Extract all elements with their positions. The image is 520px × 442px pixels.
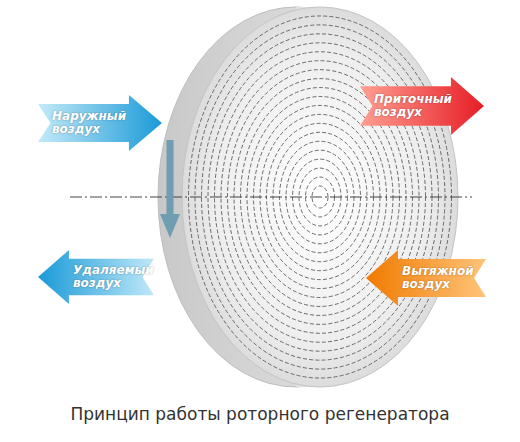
arrow-label: Приточный воздух (374, 93, 448, 119)
exhaust-air-arrow: Удаляемый воздух (38, 250, 154, 304)
arrow-body (360, 77, 484, 135)
arrow-body (366, 250, 486, 306)
supply-air-arrow: Приточный воздух (360, 77, 484, 135)
rotation-arrow-head (160, 214, 180, 238)
arrow-body (38, 250, 154, 304)
rotation-arrow-shaft (167, 140, 174, 218)
caption: Принцип работы роторного регенератора (0, 404, 520, 424)
extract-air-arrow: Вытяжной воздух (366, 250, 486, 306)
arrow-label: Наружный воздух (52, 110, 126, 136)
arrow-label: Вытяжной воздух (402, 265, 476, 291)
arrow-label: Удаляемый воздух (73, 264, 147, 290)
arrow-body (38, 95, 162, 151)
outdoor-air-arrow: Наружный воздух (38, 95, 162, 151)
rotor-axis (70, 197, 472, 198)
